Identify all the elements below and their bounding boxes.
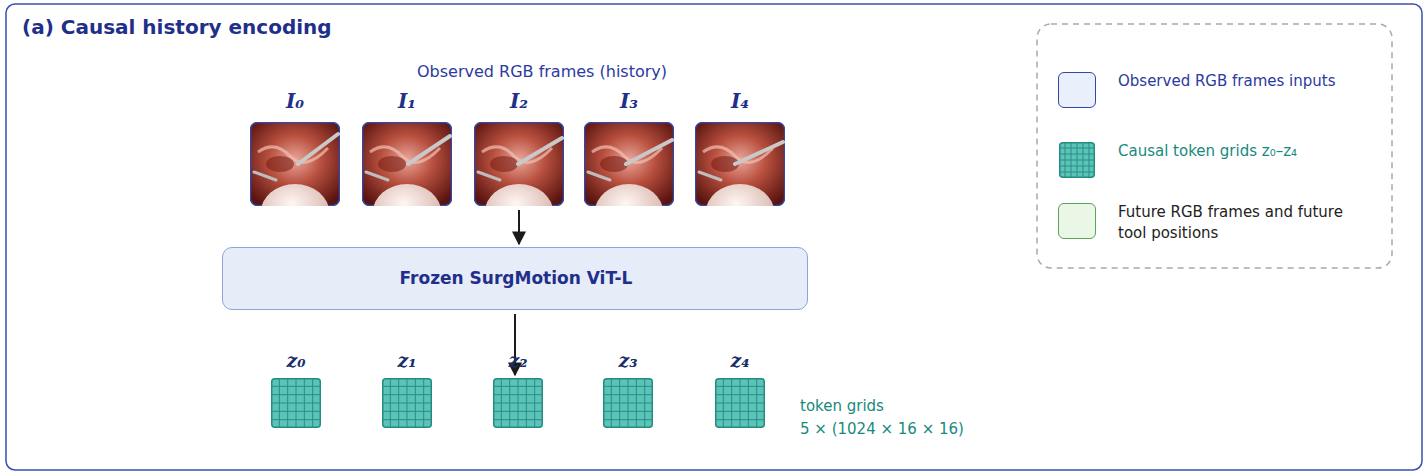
panel-border: [6, 4, 1422, 470]
token-grid: z₀: [271, 378, 321, 428]
item-label: I₀: [210, 89, 380, 113]
input-frame: I₀: [250, 122, 340, 206]
legend-entry: Causal token grids z₀–z₄: [1058, 142, 1378, 182]
legend-grid-sample: [1059, 142, 1095, 178]
legend-text: Future RGB frames and future tool positi…: [1118, 202, 1363, 244]
item-label: z₀: [231, 349, 361, 371]
item-label: I₄: [655, 89, 825, 113]
panel-title: (a) Causal history encoding: [22, 15, 332, 39]
token-grid: z₁: [382, 378, 432, 428]
token-grid: z₃: [603, 378, 653, 428]
legend-grid-icon: [1059, 142, 1095, 178]
legend-entry: Future RGB frames and future tool positi…: [1058, 203, 1378, 243]
input-frame: I₂: [474, 122, 564, 206]
item-label: z₂: [453, 349, 583, 371]
item-label: z₄: [675, 349, 805, 371]
surgical-frame-image: [474, 122, 564, 206]
legend-swatch: [1058, 72, 1096, 108]
token-grid-cells: [715, 378, 765, 428]
input-frame: I₁: [362, 122, 452, 206]
row-heading: Observed RGB frames (history): [342, 62, 742, 81]
shape-note: token grids: [800, 397, 1000, 415]
token-grid-cells: [603, 378, 653, 428]
token-grid-cells: [271, 378, 321, 428]
encoder-box: Frozen SurgMotion ViT-L: [222, 247, 808, 310]
token-grid: z₄: [715, 378, 765, 428]
legend-swatch: [1058, 203, 1096, 239]
item-label: z₃: [563, 349, 693, 371]
token-grid: z₂: [493, 378, 543, 428]
legend-text: Causal token grids z₀–z₄: [1118, 141, 1363, 162]
surgical-frame-image: [362, 122, 452, 206]
item-label: z₁: [342, 349, 472, 371]
input-frame: I₃: [584, 122, 674, 206]
token-grid-cells: [382, 378, 432, 428]
token-grid-cells: [493, 378, 543, 428]
surgical-frame-image: [584, 122, 674, 206]
item-label: I₁: [322, 89, 492, 113]
surgical-frame-image: [250, 122, 340, 206]
legend-entry: Observed RGB frames inputs: [1058, 72, 1378, 112]
box-label: Frozen SurgMotion ViT-L: [183, 268, 849, 288]
input-frame: I₄: [695, 122, 785, 206]
legend-text: Observed RGB frames inputs: [1118, 71, 1363, 92]
shape-note: 5 × (1024 × 16 × 16): [800, 420, 1020, 438]
item-label: I₂: [434, 89, 604, 113]
surgical-frame-image: [695, 122, 785, 206]
legend-frame: [1037, 24, 1392, 268]
item-label: I₃: [544, 89, 714, 113]
flow-arrow: [518, 210, 520, 244]
